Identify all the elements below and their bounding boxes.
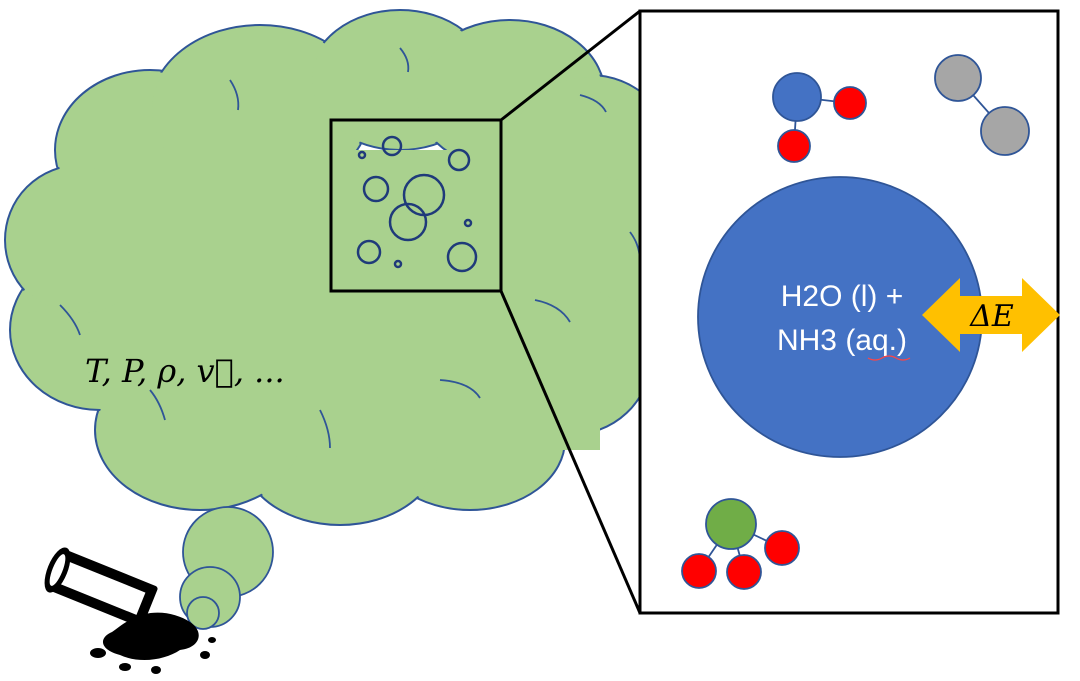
solvent-label-line2: NH3 (aq.)	[777, 324, 907, 357]
solvent-label-line1: H2O (l) +	[781, 280, 904, 313]
energy-double-arrow: ΔE	[922, 278, 1060, 352]
energy-arrow-label: ΔE	[969, 299, 1014, 334]
zoom-connector-lines	[499, 9, 642, 614]
thought-cloud	[4, 9, 676, 526]
thought-trail	[179, 506, 274, 630]
state-variables-label: T, P, ρ, v⃗, ...	[85, 352, 285, 390]
spilled-beaker-icon	[44, 547, 216, 674]
blue-molecule	[772, 72, 867, 163]
solvent-molecule: H2O (l) + NH3 (aq.)	[697, 176, 983, 458]
green-molecule	[681, 498, 800, 590]
zoom-inset-box	[329, 118, 503, 293]
gray-molecule	[934, 54, 1030, 156]
